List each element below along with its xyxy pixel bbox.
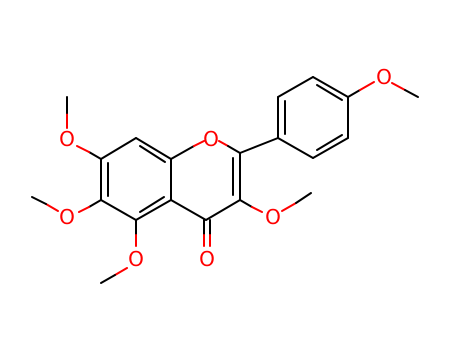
bond xyxy=(312,76,349,98)
bond xyxy=(88,199,102,208)
bond xyxy=(139,196,165,213)
bond xyxy=(251,206,263,213)
bond xyxy=(88,151,102,160)
bond xyxy=(114,267,128,276)
bond xyxy=(277,137,314,159)
bond xyxy=(78,206,90,213)
carbonyl-oxygen-label: O xyxy=(199,247,215,271)
ring-oxygen-label: O xyxy=(203,127,219,151)
bond xyxy=(281,202,297,212)
bond xyxy=(139,145,166,163)
bond xyxy=(100,274,116,284)
bond xyxy=(205,199,241,221)
bond-lines xyxy=(31,76,419,284)
atom-labels: O O O O O O O xyxy=(59,65,392,271)
bond xyxy=(347,89,361,98)
bond xyxy=(135,199,172,221)
bond xyxy=(359,81,375,91)
methoxy-oxygen-label: O xyxy=(265,205,281,229)
bond xyxy=(170,145,195,160)
bond xyxy=(404,89,419,98)
bond xyxy=(45,203,59,212)
bond xyxy=(277,76,314,98)
bond xyxy=(312,137,349,159)
bond xyxy=(316,84,343,101)
bond xyxy=(295,192,312,204)
bond xyxy=(227,145,241,154)
bond xyxy=(31,196,47,205)
bond xyxy=(170,199,207,221)
bond xyxy=(239,137,279,154)
bond xyxy=(100,199,137,221)
bond xyxy=(316,134,343,151)
bond xyxy=(100,137,137,160)
bond xyxy=(76,145,90,153)
bond xyxy=(218,140,229,147)
methoxy-oxygen-label: O xyxy=(59,205,75,229)
methoxy-oxygen-label: O xyxy=(59,127,75,151)
bond xyxy=(135,137,172,160)
bond xyxy=(239,199,253,208)
methoxy-oxygen-label: O xyxy=(376,65,392,89)
bond xyxy=(193,140,205,147)
bond xyxy=(391,82,406,91)
methoxy-oxygen-label: O xyxy=(128,247,144,271)
